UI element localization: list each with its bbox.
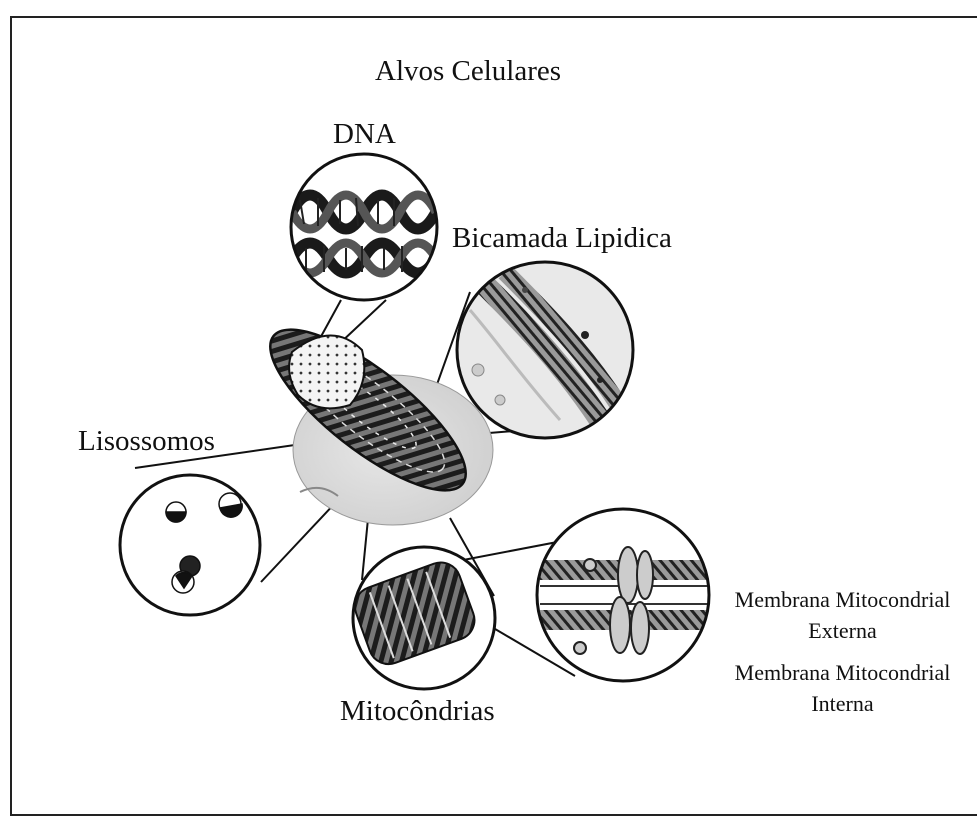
label-outer-membrane-line1: Membrana Mitocondrial	[710, 584, 975, 615]
label-inner-membrane-line2: Interna	[710, 688, 975, 719]
label-bicamada-lipidica: Bicamada Lipidica	[452, 222, 672, 255]
dna-zoom-circle	[291, 154, 437, 300]
diagram-title: Alvos Celulares	[375, 55, 561, 88]
label-outer-membrane-line2: Externa	[710, 615, 975, 646]
label-inner-membrane: Membrana Mitocondrial Interna	[710, 657, 975, 719]
membranes-zoom-circle	[537, 509, 710, 681]
label-inner-membrane-line1: Membrana Mitocondrial	[710, 657, 975, 688]
label-lisossomos: Lisossomos	[78, 425, 215, 458]
nucleus	[289, 335, 364, 408]
bilayer-zoom-circle	[455, 260, 635, 440]
label-outer-membrane: Membrana Mitocondrial Externa	[710, 584, 975, 646]
label-mitocondrias: Mitocôndrias	[340, 695, 495, 728]
lysosomes-zoom-circle	[120, 475, 260, 615]
label-dna: DNA	[333, 118, 396, 151]
mitochondria-zoom-circle	[349, 547, 495, 689]
